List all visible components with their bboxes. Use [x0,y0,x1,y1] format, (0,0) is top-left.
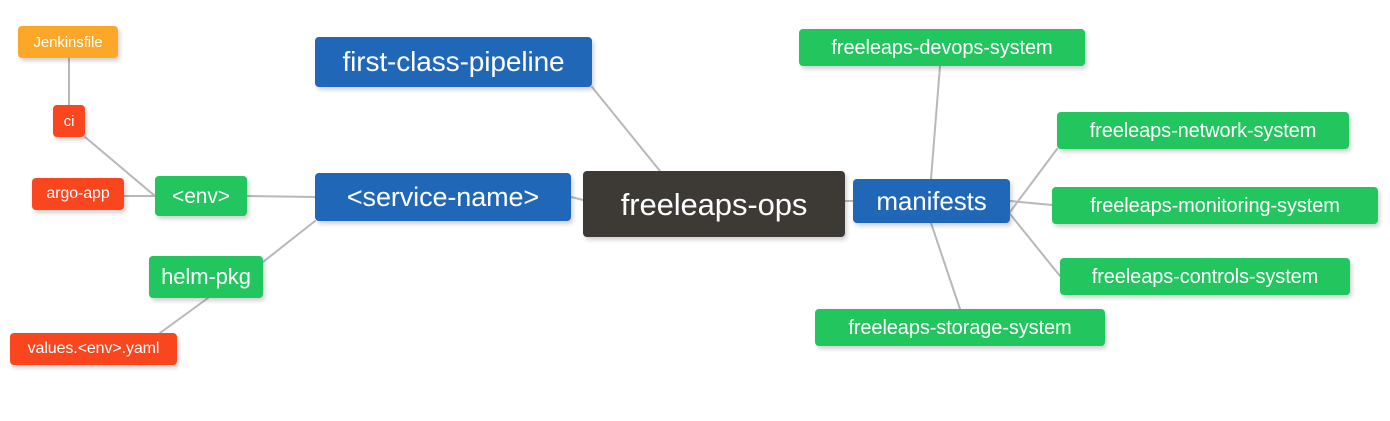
edge-env-service-name [246,195,316,198]
node-label-freeleaps-network-system: freeleaps-network-system [1089,119,1317,142]
node-label-ci: ci [63,112,75,130]
edge-manifests-storage [930,222,961,310]
node-helm-pkg[interactable]: helm-pkg [149,256,263,298]
edge-manifests-controls [1009,213,1061,277]
node-label-helm-pkg: helm-pkg [161,264,251,289]
node-manifests[interactable]: manifests [853,179,1010,223]
node-label-manifests: manifests [876,186,987,216]
node-freeleaps-controls-system[interactable]: freeleaps-controls-system [1060,258,1350,295]
edge-helm-pkg-service-name [262,220,316,263]
node-service-name[interactable]: <service-name> [315,173,571,221]
node-label-first-class-pipeline: first-class-pipeline [342,46,565,77]
node-label-freeleaps-controls-system: freeleaps-controls-system [1091,265,1319,288]
node-jenkinsfile[interactable]: Jenkinsfile [18,26,118,58]
node-label-jenkinsfile: Jenkinsfile [33,33,103,51]
edge-pipeline-root [591,86,661,172]
edge-manifests-monitoring [1009,200,1053,206]
node-label-freeleaps-devops-system: freeleaps-devops-system [831,36,1053,59]
node-label-argo-app: argo-app [46,185,110,202]
node-freeleaps-storage-system[interactable]: freeleaps-storage-system [815,309,1105,346]
node-values-env-yaml[interactable]: values.<env>.yaml [10,333,177,365]
node-freeleaps-ops[interactable]: freeleaps-ops [583,171,845,237]
node-freeleaps-network-system[interactable]: freeleaps-network-system [1057,112,1349,149]
node-first-class-pipeline[interactable]: first-class-pipeline [315,37,592,87]
node-label-freeleaps-storage-system: freeleaps-storage-system [848,316,1072,339]
node-env[interactable]: <env> [155,176,247,216]
edge-manifests-network [1009,148,1058,213]
edge-values-helm-pkg [159,297,209,334]
node-argo-app[interactable]: argo-app [32,178,124,210]
node-label-env: <env> [172,184,230,208]
node-label-service-name: <service-name> [346,181,540,212]
node-freeleaps-monitoring-system[interactable]: freeleaps-monitoring-system [1052,187,1378,224]
node-label-values-env-yaml: values.<env>.yaml [27,340,160,357]
node-ci[interactable]: ci [53,105,85,137]
node-freeleaps-devops-system[interactable]: freeleaps-devops-system [799,29,1085,66]
node-label-freeleaps-ops: freeleaps-ops [620,186,808,222]
node-label-freeleaps-monitoring-system: freeleaps-monitoring-system [1090,194,1340,217]
edge-manifests-devops [930,65,941,180]
edge-service-name-root [570,196,584,201]
